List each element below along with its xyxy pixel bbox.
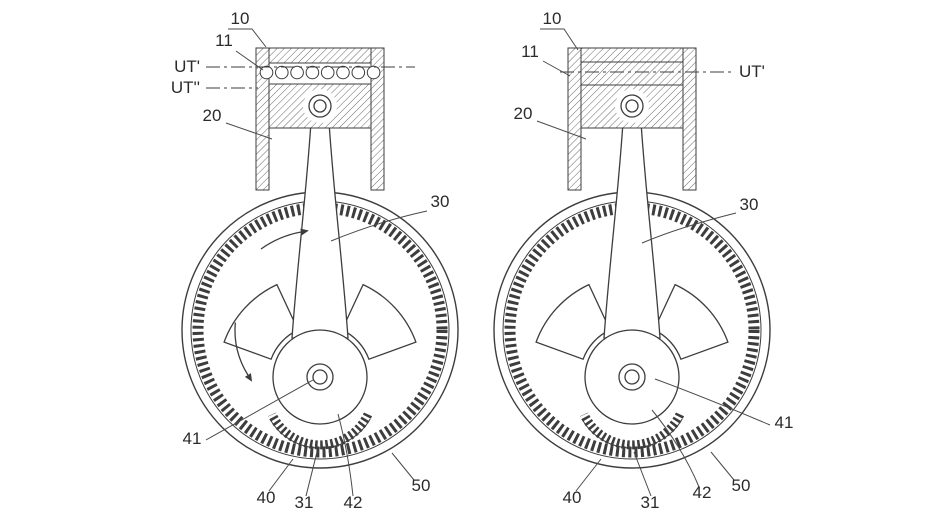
label-left-30: 30 <box>431 192 450 211</box>
ball <box>290 65 304 80</box>
leader-right-41 <box>654 378 771 426</box>
leader-left-42 <box>337 413 354 497</box>
label-left-20: 20 <box>203 106 222 125</box>
ball <box>366 65 381 80</box>
label-right-40: 40 <box>563 488 582 507</box>
label-right-50: 50 <box>732 476 751 495</box>
label-left-11: 11 <box>215 31 233 50</box>
leader-right-30 <box>641 212 737 244</box>
label-left-50: 50 <box>412 476 431 495</box>
label-left-ut-prime: UT' <box>174 57 200 76</box>
rotation-arrows <box>234 228 309 382</box>
leader-left-40 <box>268 458 294 492</box>
leader-right-10 <box>540 28 579 51</box>
ball <box>259 65 274 80</box>
label-right-30: 30 <box>740 195 759 214</box>
ball <box>336 65 350 80</box>
rotation-arrow-top <box>260 231 302 250</box>
label-right-20: 20 <box>514 104 533 123</box>
ball <box>320 65 335 80</box>
label-left-42: 42 <box>344 493 363 512</box>
leader-right-11 <box>542 60 571 77</box>
rotation-arrow-left <box>234 322 249 376</box>
bearing-ball-row <box>259 65 381 80</box>
leader-right-31 <box>633 451 652 497</box>
leader-left-41 <box>205 379 314 441</box>
figure-left <box>182 48 458 468</box>
leader-right-40 <box>575 458 602 492</box>
leader-left-11 <box>235 50 264 71</box>
leader-right-42 <box>651 409 700 488</box>
label-left-31: 31 <box>295 493 314 512</box>
ball <box>305 65 320 80</box>
label-left-40: 40 <box>257 488 276 507</box>
right-mechanism <box>494 48 770 468</box>
leader-left-30 <box>330 210 428 242</box>
ball <box>351 65 366 80</box>
label-right-11: 11 <box>521 42 539 61</box>
leader-left-20 <box>225 122 273 140</box>
label-left-41: 41 <box>183 429 202 448</box>
leader-right-20 <box>536 120 587 140</box>
label-left-10: 10 <box>231 9 250 28</box>
ball <box>275 65 289 80</box>
label-right-10: 10 <box>543 9 562 28</box>
left-mechanism <box>182 48 458 468</box>
leader-left-31 <box>305 451 318 497</box>
label-right-42: 42 <box>693 483 712 502</box>
piston-crown-upper <box>580 61 684 86</box>
label-right-ut-prime: UT' <box>739 62 765 81</box>
arrowhead-icon <box>244 373 253 382</box>
leader-left-10 <box>228 28 267 48</box>
arrowhead-icon <box>300 228 309 236</box>
label-left-ut-double-prime: UT'' <box>171 78 200 97</box>
label-right-31: 31 <box>641 493 660 512</box>
label-right-41: 41 <box>775 413 794 432</box>
figure-right <box>494 48 770 468</box>
leader-left-50 <box>391 452 415 481</box>
leader-right-50 <box>710 451 735 481</box>
